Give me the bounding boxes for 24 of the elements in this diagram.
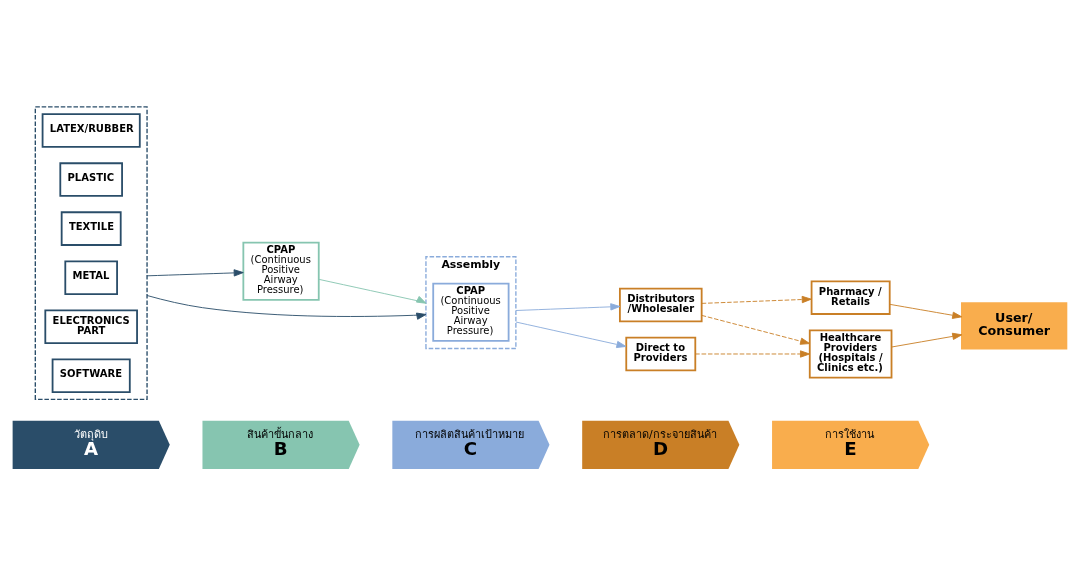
- node-box: CPAP (Continuous Positive Airway Pressure): [242, 241, 320, 301]
- node-box: LATEX/RUBBER: [41, 113, 141, 148]
- node-box: Pharmacy / Retails: [810, 280, 891, 315]
- node-box: ELECTRONICS PART: [44, 309, 138, 344]
- node-box: CPAP (Continuous Positive Airway Pressure): [432, 282, 510, 342]
- arrow: [889, 303, 963, 319]
- node-box: Direct to Providers: [625, 336, 697, 372]
- node-box: Healthcare Providers (Hospitals / Clinics etc.): [808, 329, 893, 379]
- arrow: [701, 295, 812, 304]
- arrow: [515, 303, 621, 311]
- arrow: [694, 350, 810, 358]
- arrow: [891, 332, 963, 348]
- node-box: METAL: [64, 260, 118, 295]
- arrow: [318, 278, 427, 304]
- node-box: Distributors /Wholesaler: [619, 287, 703, 323]
- arrow: [146, 295, 427, 320]
- node-box: SOFTWARE: [51, 358, 131, 394]
- arrow: [701, 314, 811, 345]
- cluster: [34, 106, 148, 401]
- node-box: PLASTIC: [59, 162, 123, 197]
- arrow: [146, 269, 244, 277]
- node-box: User/ Consumer: [961, 302, 1068, 350]
- node-box: TEXTILE: [60, 211, 122, 246]
- arrow: [515, 321, 627, 349]
